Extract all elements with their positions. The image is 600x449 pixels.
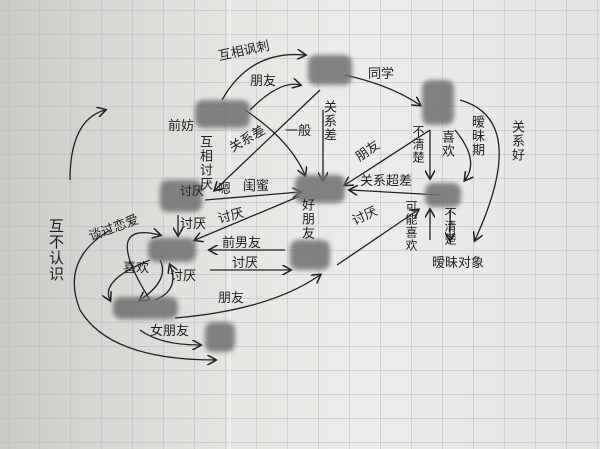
person-node xyxy=(148,238,196,262)
arrow xyxy=(221,55,305,101)
edge-label: 前妨 xyxy=(168,119,195,134)
arrow xyxy=(139,329,200,345)
edge-label: 讨厌 xyxy=(180,184,205,198)
arrow xyxy=(195,195,301,240)
arrow xyxy=(336,210,418,266)
arrow xyxy=(73,229,215,360)
arrow xyxy=(244,109,305,175)
edge-label: 互相讨厌 xyxy=(197,135,212,191)
person-node xyxy=(160,180,202,212)
edge-label: 女朋友 xyxy=(150,324,190,339)
person-node xyxy=(308,55,352,85)
edge-label: 闺蜜 xyxy=(243,179,270,194)
arrow xyxy=(345,129,431,185)
edge-label: 关系差 xyxy=(321,100,336,142)
arrow xyxy=(344,74,420,105)
edge-label: 前男友 xyxy=(222,236,262,251)
edge-label: 暧昧期 xyxy=(469,115,484,157)
edge-label: 嗯 xyxy=(218,182,232,197)
edge-label: 讨厌 xyxy=(170,269,197,284)
person-node xyxy=(425,183,461,207)
edge-label: 不清楚 xyxy=(443,207,457,246)
person-node xyxy=(422,80,454,125)
edge-label: 好朋友 xyxy=(299,198,314,240)
paper-fold xyxy=(228,0,231,449)
arrow xyxy=(459,99,500,240)
edge-label: 不清楚 xyxy=(411,125,425,164)
edge-label: 朋友 xyxy=(250,74,277,89)
arrow xyxy=(140,259,164,300)
edge-label: 讨厌 xyxy=(180,217,207,232)
arrow xyxy=(215,89,321,190)
person-node xyxy=(195,100,250,128)
person-node xyxy=(295,175,345,203)
edge-label: 同学 xyxy=(368,67,395,82)
arrow xyxy=(249,84,300,111)
edge-label: 关系超差 xyxy=(360,174,413,189)
arrow xyxy=(204,192,300,201)
edge-label: 喜欢 xyxy=(123,261,150,276)
arrow xyxy=(69,110,105,181)
arrow xyxy=(108,259,151,300)
edge-label: 关系好 xyxy=(509,120,524,162)
person-node xyxy=(113,297,178,319)
edge-label: 讨厌 xyxy=(232,256,259,271)
edge-label: 朋友 xyxy=(218,291,245,306)
edge-label: 暧昧对象 xyxy=(432,256,485,271)
arrow xyxy=(126,233,160,301)
edge-label: 一般 xyxy=(285,124,312,139)
arrow xyxy=(174,275,320,319)
person-node xyxy=(290,240,330,270)
edge-label: 可能喜欢 xyxy=(404,200,418,252)
arrow xyxy=(454,129,471,180)
edge-label: 喜欢 xyxy=(439,130,454,158)
person-node xyxy=(205,322,235,352)
edge-label: 互不认识 xyxy=(47,218,65,282)
